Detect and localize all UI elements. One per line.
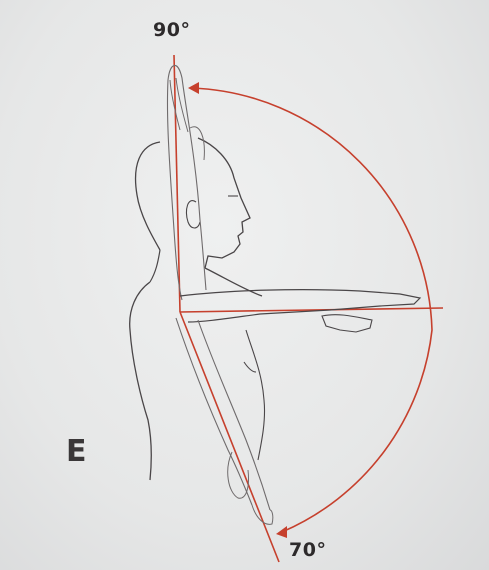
arc-arrowhead-top (188, 82, 199, 94)
extension-reference-line (180, 312, 279, 562)
panel-letter: E (66, 434, 87, 469)
angle-label-70: 70° (289, 539, 326, 561)
forward-arm-outline (180, 290, 420, 322)
vertical-reference-line (174, 55, 180, 312)
ear-outline (186, 201, 200, 228)
forward-hand-outline (322, 315, 372, 332)
arc-arrowhead-bottom (276, 526, 287, 538)
neck-line (150, 250, 160, 282)
chest-outline (244, 330, 265, 460)
angle-label-90: 90° (153, 19, 190, 41)
extended-arm-outline (176, 318, 270, 510)
head-outline (136, 138, 250, 268)
